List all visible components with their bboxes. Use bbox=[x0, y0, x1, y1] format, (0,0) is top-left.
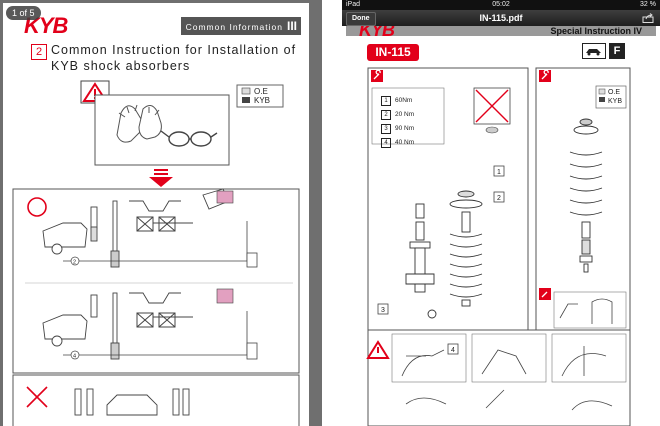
nav-bar: Done IN-115.pdf bbox=[342, 10, 660, 26]
status-bar: iPad 05:02 32 % bbox=[342, 0, 660, 10]
status-time: 05:02 bbox=[492, 1, 510, 8]
battery-level: 32 % bbox=[640, 1, 656, 8]
device-label: iPad bbox=[346, 1, 361, 8]
heading-number: 2 bbox=[31, 44, 47, 60]
callout-4: 4 bbox=[451, 347, 455, 354]
goggles-icon bbox=[160, 130, 218, 147]
car-icon bbox=[582, 43, 606, 59]
section-label: Special Instruction IV bbox=[550, 26, 642, 36]
right-document-page[interactable]: KYB Special Instruction IV IN-115 F bbox=[346, 26, 656, 426]
cross-icon bbox=[136, 216, 176, 232]
legend-oe: O.E bbox=[608, 89, 620, 96]
circle-ok-icon bbox=[27, 197, 47, 217]
svg-text:2: 2 bbox=[73, 260, 76, 266]
heading-line-2: KYB shock absorbers bbox=[51, 59, 191, 73]
instruction-diagram: O.E KYB bbox=[12, 80, 300, 426]
heading-line-1: Common Instruction for Installation of bbox=[51, 43, 297, 57]
warning-icon bbox=[366, 340, 390, 359]
section-label-bar bbox=[346, 26, 656, 36]
svg-text:4: 4 bbox=[73, 354, 76, 360]
legend-kyb: KYB bbox=[608, 98, 622, 105]
section-numeral: III bbox=[286, 19, 297, 33]
right-pdf-viewer: iPad 05:02 32 % Done IN-115.pdf KYB Spec… bbox=[342, 0, 660, 426]
cross-icon bbox=[26, 386, 48, 408]
position-badge: F bbox=[609, 43, 625, 59]
special-instruction-diagram: 1 2 3 O.E KYB bbox=[366, 67, 631, 426]
done-button[interactable]: Done bbox=[346, 12, 376, 26]
model-badge: IN-115 bbox=[367, 44, 419, 61]
gloves-icon bbox=[116, 104, 162, 143]
legend-kyb: KYB bbox=[254, 96, 270, 105]
callout-3: 3 bbox=[381, 307, 385, 314]
legend-oe: O.E bbox=[254, 87, 268, 96]
callout-1: 1 bbox=[497, 169, 501, 176]
kyb-logo: KYB bbox=[359, 26, 395, 40]
document-title: IN-115.pdf bbox=[479, 13, 523, 23]
wrench-icon bbox=[371, 69, 551, 300]
share-icon[interactable] bbox=[642, 13, 654, 23]
page-indicator: 1 of 5 bbox=[6, 6, 41, 20]
car-illustration bbox=[42, 292, 193, 360]
callout-2: 2 bbox=[497, 195, 501, 202]
arrow-down-icon bbox=[149, 169, 173, 187]
section-label: Common Information bbox=[185, 22, 283, 32]
